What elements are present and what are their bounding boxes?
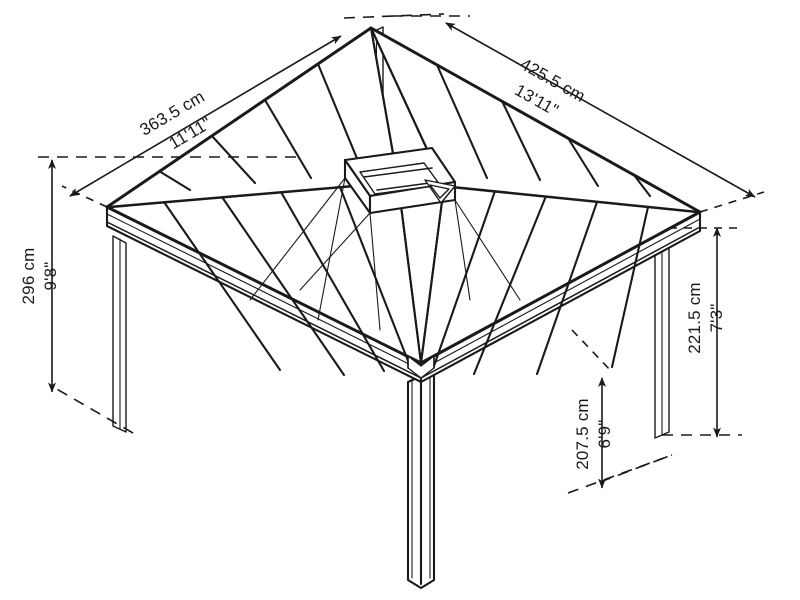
dimension-clearance-height-metric: 207.5 cm <box>573 398 592 470</box>
dimension-overall-height-imperial: 9'8" <box>41 262 60 291</box>
dimension-eave-height: 221.5 cm 7'3" <box>685 227 726 438</box>
dimension-eave-height-metric: 221.5 cm <box>685 282 704 354</box>
dimension-clearance-height: 207.5 cm 6'9" <box>573 377 614 489</box>
dimension-clearance-height-imperial: 6'9" <box>595 420 614 449</box>
gazebo-illustration <box>105 26 702 590</box>
dimension-overall-height: 296 cm 9'8" <box>19 159 60 393</box>
dimension-overall-height-metric: 296 cm <box>19 248 38 305</box>
post-front <box>406 368 436 590</box>
under-roof-braces <box>249 177 521 331</box>
post-left <box>112 235 127 433</box>
dimension-eave-height-imperial: 7'3" <box>707 304 726 333</box>
post-right <box>654 241 670 439</box>
roof-ribs-front-left <box>162 180 423 377</box>
support-posts <box>112 26 670 590</box>
eave-beam-frame <box>407 355 435 379</box>
